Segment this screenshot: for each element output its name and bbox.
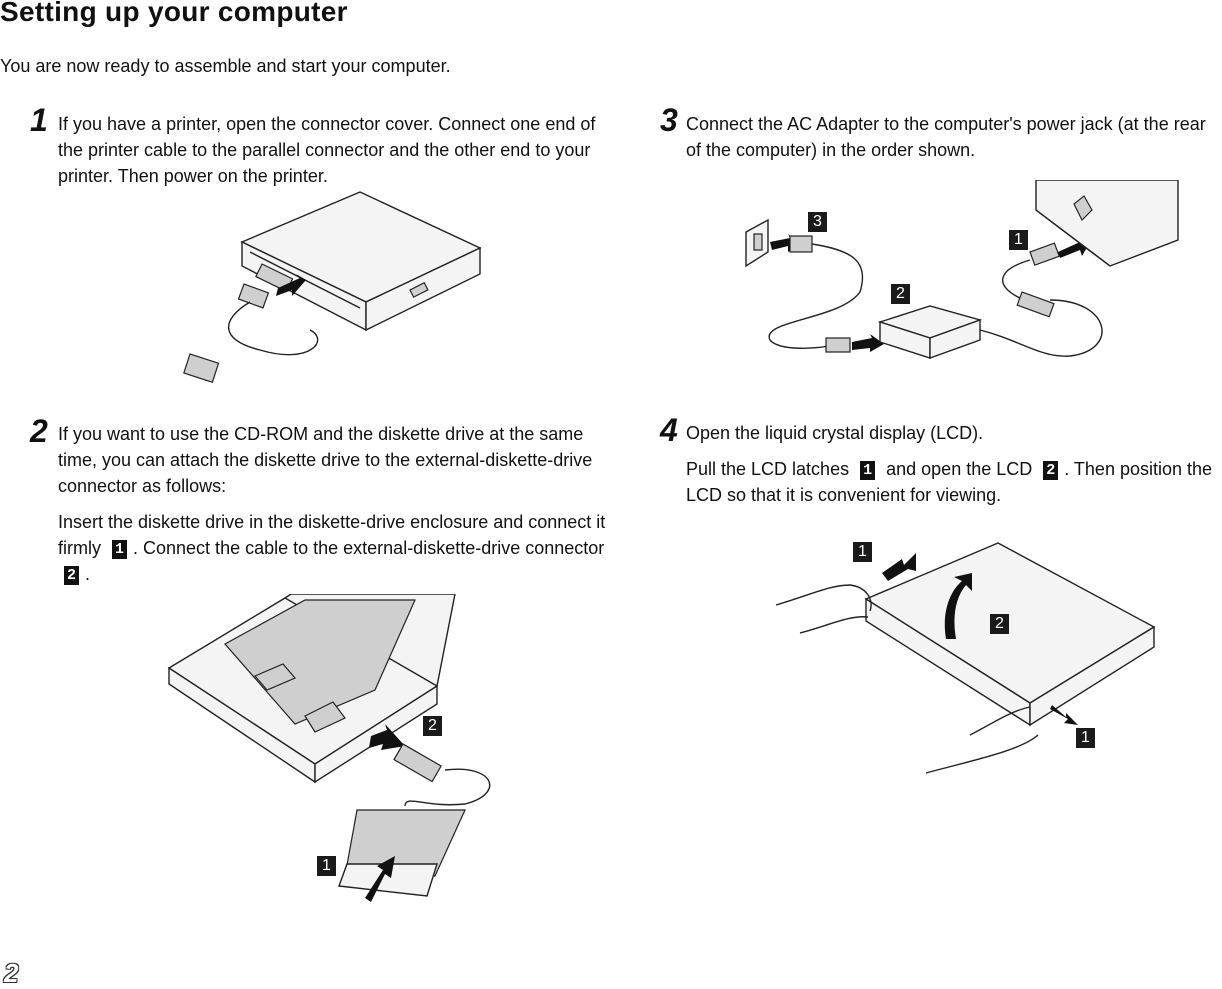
step-4-instr-b: and open the LCD	[886, 459, 1033, 479]
step-4-block: Open the liquid crystal display (LCD). P…	[686, 420, 1222, 518]
step-3-callout-1: 1	[1009, 230, 1028, 250]
step-4-text: Open the liquid crystal display (LCD).	[686, 423, 984, 443]
lcd-open-figure	[775, 542, 1156, 774]
step-2-instr-b: . Connect the cable to the external-disk…	[133, 538, 605, 558]
intro-text: You are now ready to assemble and start …	[0, 56, 451, 76]
step-2-number: 2	[30, 413, 48, 449]
ac-adapter-figure	[745, 180, 1179, 359]
step-2-instructions: Insert the diskette drive in the diskett…	[58, 509, 608, 587]
step-3-callout-2: 2	[891, 284, 910, 304]
step-4-badge-1: 1	[860, 461, 876, 480]
step-4-badge-2: 2	[1043, 461, 1059, 480]
page-number: 2	[4, 958, 19, 988]
step-1-text: If you have a printer, open the connecto…	[58, 114, 596, 186]
step-4-instructions: Pull the LCD latches 1 and open the LCD …	[686, 456, 1222, 508]
step-2-callout-1: 1	[317, 856, 336, 876]
page-title: Setting up your computer	[0, 0, 348, 27]
step-3-callout-3: 3	[808, 212, 827, 232]
step-3-text: Connect the AC Adapter to the computer's…	[686, 114, 1206, 160]
step-4-instr-c: . Then position the LCD so that it is co…	[686, 459, 1213, 505]
step-4-number: 4	[660, 412, 678, 448]
step-4-callout-1-top: 1	[853, 542, 872, 562]
step-2-badge-1: 1	[112, 540, 128, 559]
diskette-drive-figure	[167, 594, 491, 902]
step-3-number: 3	[660, 102, 678, 138]
step-2-badge-2: 2	[64, 566, 79, 585]
step-4-callout-1-bottom: 1	[1076, 728, 1095, 748]
step-2-block: If you want to use the CD-ROM and the di…	[58, 421, 608, 597]
step-1-number: 1	[30, 102, 48, 138]
step-2-callout-2: 2	[423, 716, 442, 736]
step-2-text: If you want to use the CD-ROM and the di…	[58, 424, 593, 496]
step-4-callout-2: 2	[990, 614, 1009, 634]
step-2-instr-a: Insert the diskette drive in the diskett…	[58, 512, 606, 558]
printer-connection-figure	[183, 191, 482, 384]
step-4-instr-a: Pull the LCD latches	[686, 459, 850, 479]
step-2-instr-c: .	[85, 564, 91, 584]
